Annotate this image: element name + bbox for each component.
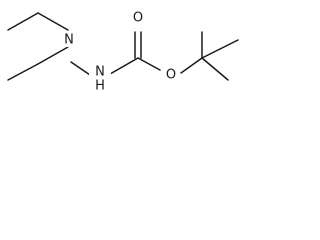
atom-n-diethyl-label: N [64,33,74,48]
atom-nh-h-label: H [95,79,105,94]
atom-o-ester: O [163,66,179,83]
bond-ethyl-a-ch3-ch2 [7,12,39,31]
atom-o-carbonyl: O [130,10,146,27]
bond-carbonyl-o-ester [137,57,161,71]
atom-o-ester-label: O [166,68,176,83]
bond-tbu-methyl-down [201,57,229,81]
bond-ethyl-b-ch2-n [37,46,69,65]
bond-o-tbu [180,57,203,74]
atom-nh-n-label: N [95,65,105,80]
atom-nh: N H [89,65,111,94]
atom-o-carbonyl-label: O [133,11,143,26]
bond-n-n [70,61,91,76]
atom-n-diethyl: N [62,31,76,48]
bond-nh-carbonyl [109,57,139,75]
bond-ethyl-a-ch2-n [37,12,69,31]
bond-tbu-methyl-right [201,39,239,59]
bond-ethyl-b-ch3-ch2 [7,63,39,81]
chemical-structure: N N H O O [7,10,239,94]
